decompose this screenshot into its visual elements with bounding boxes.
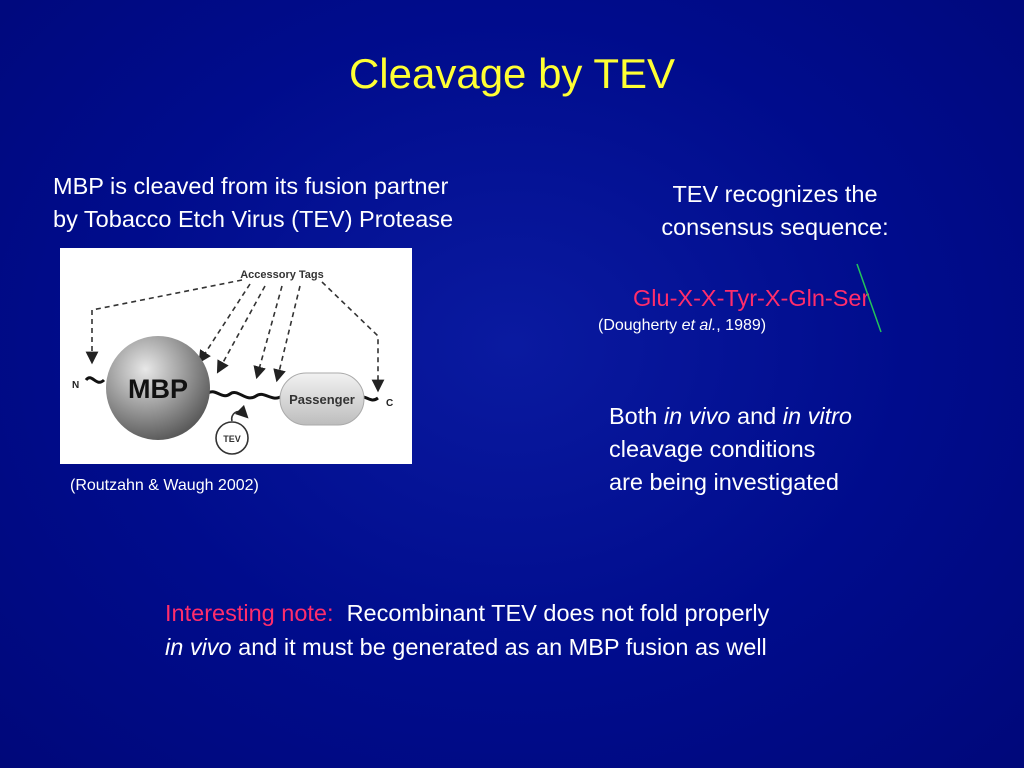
conditions-text: Both in vivo and in vitro cleavage condi… bbox=[609, 400, 929, 499]
recognition-line-1: TEV recognizes the bbox=[672, 181, 878, 207]
mbp-sphere bbox=[106, 336, 210, 440]
intro-text: MBP is cleaved from its fusion partner b… bbox=[53, 170, 573, 236]
recognition-line-2: consensus sequence: bbox=[661, 214, 889, 240]
passenger-label: Passenger bbox=[289, 392, 355, 407]
slide-title: Cleavage by TEV bbox=[348, 50, 676, 97]
recognition-text: TEV recognizes the consensus sequence: bbox=[630, 178, 920, 244]
cleavage-site-line bbox=[856, 263, 882, 333]
note-in-vivo: in vivo bbox=[165, 634, 232, 660]
consensus-sequence: Glu-X-X-Tyr-X-Gln-Ser bbox=[633, 285, 870, 311]
n-terminus-label: N bbox=[72, 380, 79, 391]
passenger-capsule bbox=[279, 372, 365, 426]
conditions-line-1: Both in vivo and in vitro bbox=[609, 400, 929, 433]
note-line-2: in vivo and it must be generated as an M… bbox=[165, 630, 925, 664]
note-text-1: Recombinant TEV does not fold properly bbox=[333, 600, 770, 626]
mbp-fusion-diagram: Accessory Tags N C MBP Passenger TEV bbox=[60, 248, 412, 464]
note-line-1: Interesting note: Recombinant TEV does n… bbox=[165, 596, 925, 630]
conditions-in-vivo: in vivo bbox=[663, 403, 731, 429]
conditions-line-3: are being investigated bbox=[609, 469, 839, 495]
tev-protease-circle bbox=[215, 421, 249, 455]
c-terminus-label: C bbox=[386, 398, 393, 409]
intro-line-2: by Tobacco Etch Virus (TEV) Protease bbox=[53, 206, 454, 232]
intro-line-1: MBP is cleaved from its fusion partner bbox=[53, 173, 449, 199]
interesting-note: Interesting note: Recombinant TEV does n… bbox=[165, 596, 925, 664]
diagram-citation: (Routzahn & Waugh 2002) bbox=[70, 477, 259, 494]
citation-post: , 1989) bbox=[716, 317, 767, 334]
citation-pre: (Dougherty bbox=[598, 317, 682, 334]
conditions-word-both: Both bbox=[609, 403, 664, 429]
conditions-in-vitro: in vitro bbox=[782, 403, 852, 429]
conditions-line-2: cleavage conditions bbox=[609, 436, 816, 462]
mbp-label: MBP bbox=[128, 374, 188, 404]
note-text-2: and it must be generated as an MBP fusio… bbox=[231, 634, 767, 660]
accessory-tags-label: Accessory Tags bbox=[240, 269, 324, 281]
tag-arrows bbox=[85, 279, 385, 393]
linker-chain bbox=[207, 390, 283, 400]
citation-italic: et al. bbox=[681, 317, 717, 334]
sequence-citation: (Dougherty et al., 1989) bbox=[598, 316, 766, 336]
fusion-diagram-svg: Accessory Tags N C MBP Passenger TEV bbox=[72, 269, 393, 455]
conditions-word-and: and bbox=[730, 403, 783, 429]
tev-label: TEV bbox=[223, 434, 241, 444]
note-label: Interesting note: bbox=[165, 600, 334, 626]
